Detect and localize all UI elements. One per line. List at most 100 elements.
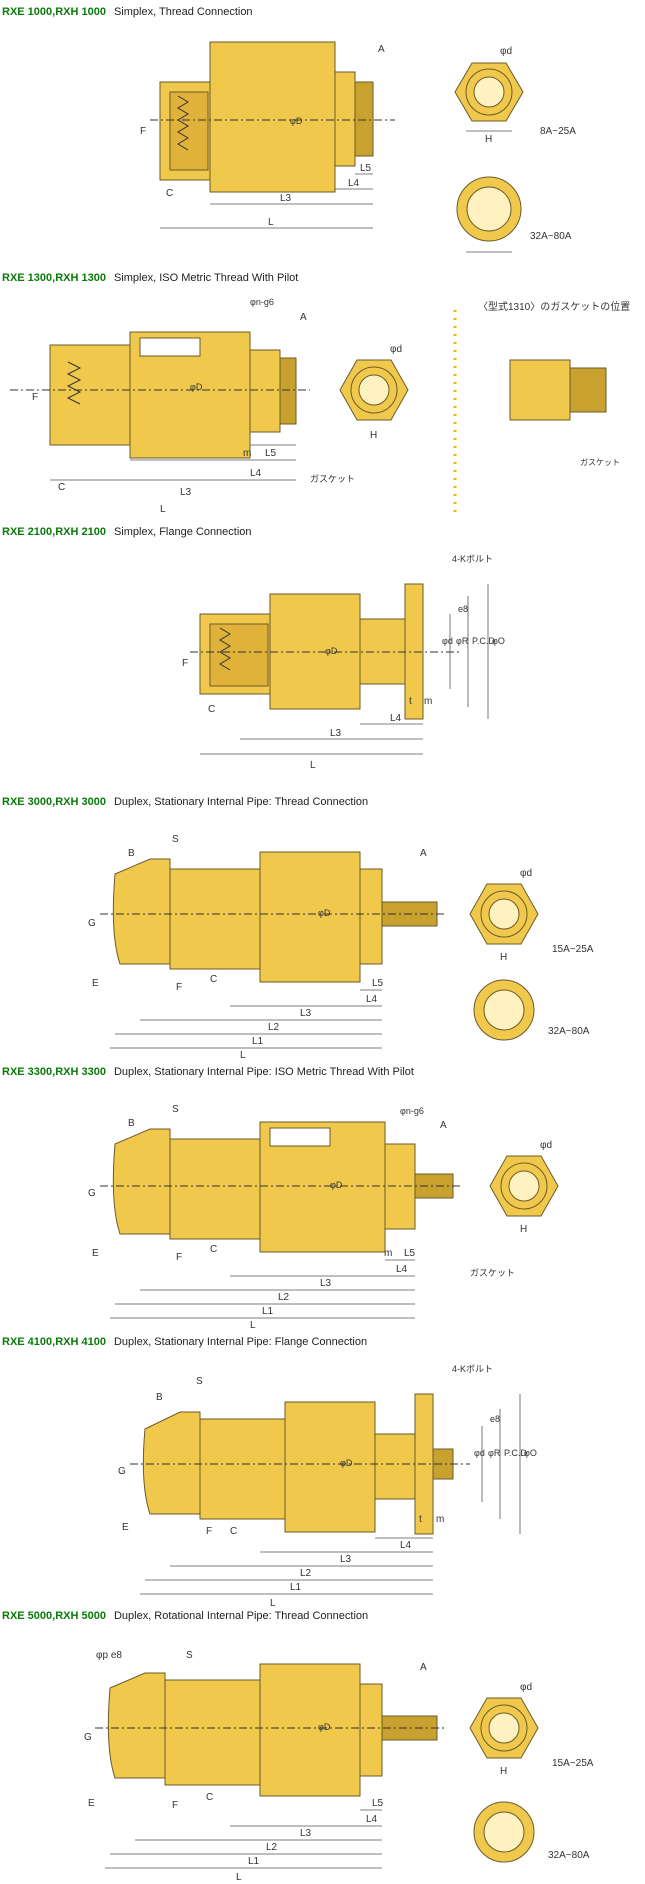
label-d: φd (520, 868, 532, 879)
label-L5: L5 (404, 1248, 416, 1259)
label-D: φD (290, 116, 303, 126)
model-description: Simplex, ISO Metric Thread With Pilot (113, 272, 299, 284)
label-S: S (172, 1104, 179, 1115)
label-B: B (128, 1118, 135, 1129)
label-H: H (485, 134, 492, 145)
label-O: φO (524, 1448, 537, 1458)
size-small: 15A~25A (552, 1758, 594, 1769)
label-F: F (182, 658, 188, 669)
size-large: 32A~80A (548, 1026, 590, 1037)
size-large: 32A~80A (530, 231, 572, 242)
label-m: m (436, 1514, 444, 1525)
label-e8: e8 (458, 604, 468, 614)
label-A: A (420, 1662, 427, 1673)
label-G: G (88, 1188, 96, 1199)
label-L3: L3 (340, 1554, 352, 1565)
label-L1: L1 (290, 1582, 302, 1593)
label-L3: L3 (300, 1828, 312, 1839)
label-E: E (92, 978, 99, 989)
model-code: RXE 3000,RXH 3000 (2, 796, 106, 808)
model-code: RXE 3300,RXH 3300 (2, 1066, 106, 1078)
label-L3: L3 (280, 193, 292, 204)
label-e8: e8 (490, 1414, 500, 1424)
label-D: φD (318, 1722, 331, 1732)
label-F: F (140, 126, 146, 137)
label-d: φd (500, 46, 512, 57)
label-L3: L3 (330, 728, 342, 739)
label-F: F (176, 982, 182, 993)
drawing-simplex-iso-pilot: φn-g6 A φD F C L L3 L4 L5 m ガスケット φd H 〈… (10, 297, 630, 515)
label-d: φd (442, 636, 453, 646)
label-pe8: φp e8 (96, 1650, 122, 1661)
label-A: A (440, 1120, 447, 1131)
model-code: RXE 1000,RXH 1000 (2, 6, 106, 18)
label-d: φd (474, 1448, 485, 1458)
label-L5: L5 (265, 448, 277, 459)
label-R: φR (488, 1448, 501, 1458)
label-S: S (172, 834, 179, 845)
label-L1: L1 (262, 1306, 274, 1317)
label-bolt: 4-Kボルト (452, 1364, 493, 1374)
size-large: 32A~80A (548, 1850, 590, 1861)
label-E: E (122, 1522, 129, 1533)
label-L4: L4 (400, 1540, 412, 1551)
drawing-duplex-stationary-flange: 4-Kボルト S B φD G F E C L L1 L2 L3 L4 t m … (118, 1364, 537, 1609)
label-F: F (32, 392, 38, 403)
label-d: φd (540, 1140, 552, 1151)
label-L4: L4 (366, 994, 378, 1005)
label-L: L (160, 504, 166, 515)
drawing-simplex-thread: A φD F C L L3 L4 L5 φd H 8A~25A 32A~80A (140, 41, 576, 253)
label-L5: L5 (372, 978, 384, 989)
label-PCD: P.C.D (504, 1448, 527, 1458)
model-description: Duplex, Stationary Internal Pipe: Thread… (113, 796, 369, 808)
label-B: B (128, 848, 135, 859)
label-L2: L2 (300, 1568, 312, 1579)
label-F: F (172, 1800, 178, 1811)
label-H: H (500, 952, 507, 963)
label-L3: L3 (180, 487, 192, 498)
label-O: φO (492, 636, 505, 646)
label-D: φD (190, 382, 203, 392)
section-rxe-3000: RXE 3000,RXH 3000 Duplex, Stationary Inte… (0, 796, 645, 1064)
label-gasket: ガスケット (310, 474, 355, 484)
label-D: φD (325, 646, 338, 656)
label-L: L (268, 217, 274, 228)
label-L4: L4 (366, 1814, 378, 1825)
label-L5: L5 (360, 163, 372, 174)
label-m: m (384, 1248, 392, 1259)
model-code: RXE 5000,RXH 5000 (2, 1610, 106, 1622)
model-description: Duplex, Stationary Internal Pipe: Flange… (113, 1336, 368, 1348)
label-L2: L2 (266, 1842, 278, 1853)
label-F: F (206, 1526, 212, 1537)
label-S: S (196, 1376, 203, 1387)
label-E: E (88, 1798, 95, 1809)
label-C: C (210, 1244, 217, 1255)
label-L3: L3 (300, 1008, 312, 1019)
label-G: G (84, 1732, 92, 1743)
label-L: L (310, 760, 316, 771)
label-L5: L5 (372, 1798, 384, 1809)
label-L: L (270, 1598, 276, 1609)
model-description: Duplex, Stationary Internal Pipe: ISO Me… (113, 1066, 414, 1078)
label-d: φd (390, 344, 402, 355)
label-L2: L2 (268, 1022, 280, 1033)
label-B: B (156, 1392, 163, 1403)
label-L2: L2 (278, 1292, 290, 1303)
label-C: C (230, 1526, 237, 1537)
label-S: S (186, 1650, 193, 1661)
label-L4: L4 (250, 468, 262, 479)
label-H: H (500, 1766, 507, 1777)
label-gasket: ガスケット (470, 1268, 515, 1278)
label-L1: L1 (248, 1856, 260, 1867)
label-bolt: 4-Kボルト (452, 554, 493, 564)
section-heading: RXE 3300,RXH 3300 Duplex, Stationary Inte… (2, 1066, 414, 1078)
label-t: t (409, 696, 412, 707)
